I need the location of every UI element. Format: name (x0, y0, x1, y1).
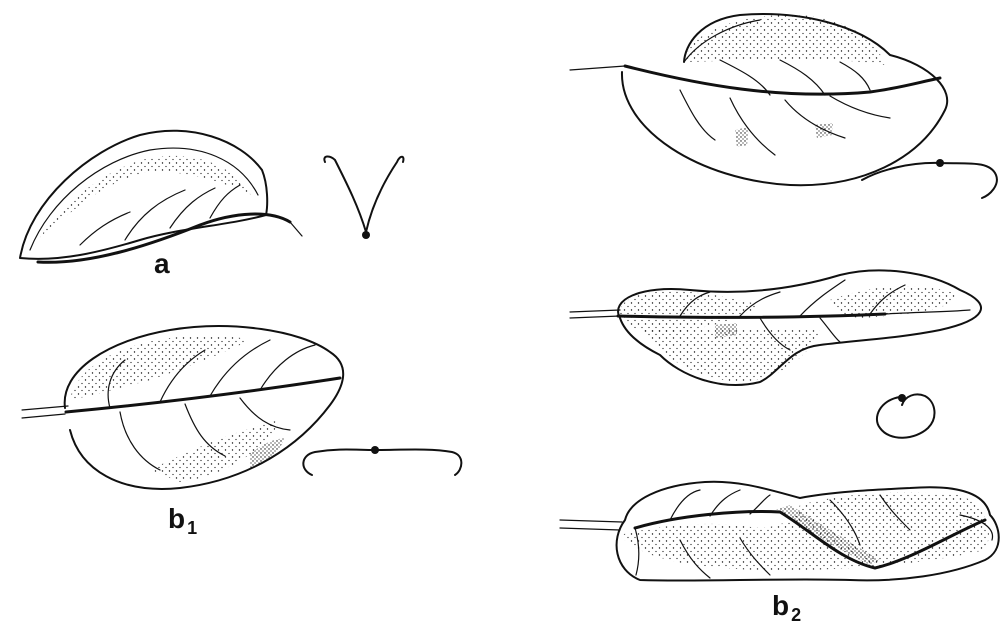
label-b2-sub: 2 (791, 605, 801, 625)
label-b2-main: b (772, 590, 789, 621)
label-b1-main: b (168, 503, 185, 534)
cross-section-b1 (303, 446, 461, 475)
cross-section-a (324, 156, 403, 239)
leaf-b2-folded (560, 482, 999, 581)
leaf-b2-broad (570, 14, 947, 185)
leaf-b2-narrow (570, 270, 981, 385)
label-b1-sub: 1 (187, 518, 197, 538)
leaf-b1 (22, 326, 343, 489)
cross-section-b2-broad (862, 159, 997, 198)
leaf-a (20, 131, 302, 263)
label-a-text: a (154, 248, 170, 279)
figure-label-a: a (154, 250, 170, 278)
cross-section-b2-coil (877, 394, 935, 438)
